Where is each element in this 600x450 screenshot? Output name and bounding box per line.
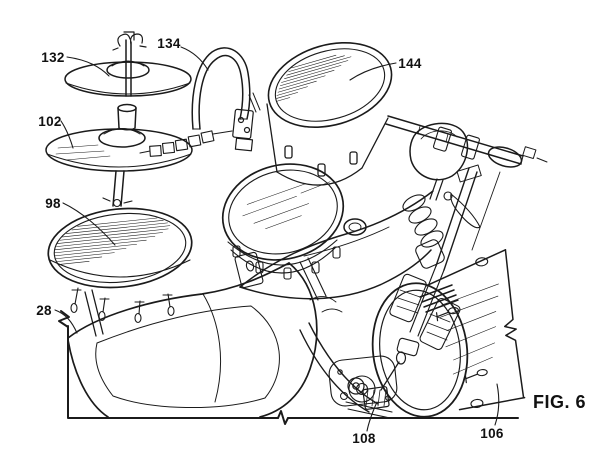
gas-cap xyxy=(343,218,367,236)
ref-label-132: 132 xyxy=(41,50,64,65)
floor-tom-hatching xyxy=(53,217,171,265)
ref-label-144: 144 xyxy=(398,56,422,71)
snare-head-streaks xyxy=(242,181,331,229)
handlebar-assembly xyxy=(385,115,548,337)
brake-lever xyxy=(450,193,481,229)
floor-tom-drum xyxy=(47,207,193,337)
engine xyxy=(299,273,461,413)
shell-break-line xyxy=(504,249,525,399)
beater-head xyxy=(395,351,407,365)
tom-head-hatching xyxy=(276,54,352,102)
handlebar-clamp xyxy=(232,108,254,152)
shell-streaks xyxy=(439,283,499,375)
ref-label-28: 28 xyxy=(36,303,52,318)
ref-label-98: 98 xyxy=(45,196,61,211)
hi-hat-assembly xyxy=(45,31,193,208)
ref-label-102: 102 xyxy=(38,114,61,129)
motorcycle-seat xyxy=(67,262,318,418)
ref-label-134: 134 xyxy=(157,36,181,51)
front-fork xyxy=(435,167,478,271)
rear-view-mirror xyxy=(409,122,469,181)
snare-drum xyxy=(221,163,345,289)
ref-label-108: 108 xyxy=(352,431,376,446)
figure-caption: FIG. 6 xyxy=(533,392,586,412)
fuel-tank xyxy=(239,190,434,301)
leader-lines xyxy=(54,46,500,432)
tom-drum-144 xyxy=(266,42,393,186)
support-tube xyxy=(139,47,261,157)
exhaust-pipe xyxy=(299,329,370,413)
throttle-grip xyxy=(487,146,523,168)
figure-border xyxy=(58,310,519,425)
bass-drum xyxy=(371,249,526,418)
ref-label-106: 106 xyxy=(480,426,504,441)
bass-drum-pedal xyxy=(340,351,407,419)
